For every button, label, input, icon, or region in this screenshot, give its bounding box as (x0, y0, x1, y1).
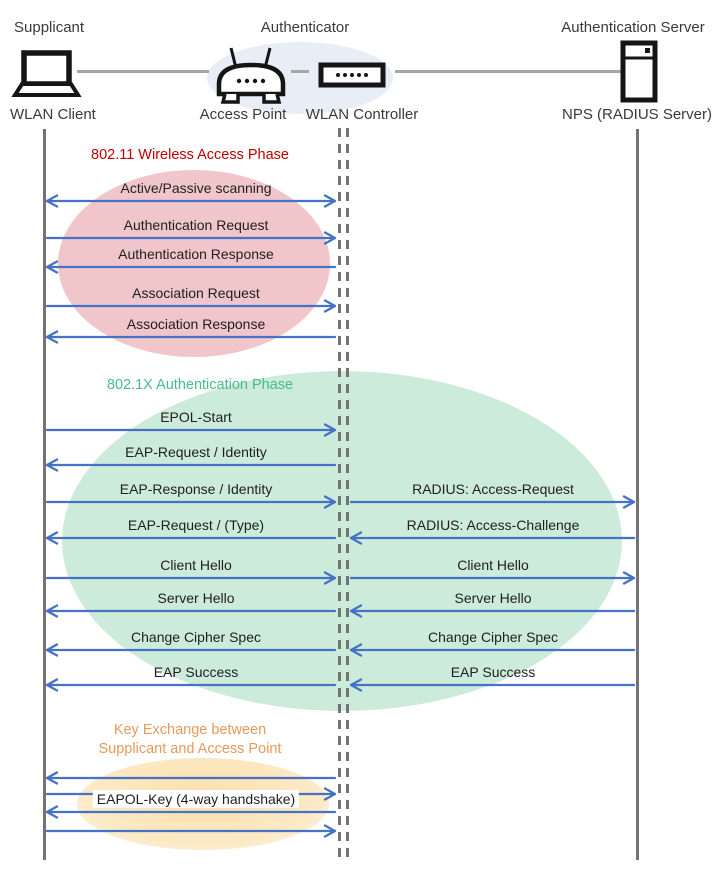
device-label-wlan-controller: WLAN Controller (305, 106, 419, 123)
role-authentication-server: Authentication Server (561, 19, 705, 36)
message-arrow-left (349, 604, 636, 618)
role-supplicant: Supplicant (14, 19, 85, 36)
phase-802-1x-ellipse (62, 371, 622, 711)
message-arrow-right (45, 299, 337, 313)
message-label: Change Cipher Spec (131, 629, 261, 645)
device-label-access-point: Access Point (199, 106, 287, 123)
message-label: Authentication Request (123, 217, 269, 233)
message-arrow-left (45, 531, 337, 545)
role-authenticator: Authenticator (260, 19, 350, 36)
message-arrow-left (45, 771, 337, 785)
message-label: EAP-Response / Identity (119, 481, 273, 497)
link-controller-server (395, 70, 621, 73)
phase1-title: 802.11 Wireless Access Phase (91, 147, 289, 163)
message-label: Association Request (132, 285, 260, 301)
message-label: Change Cipher Spec (428, 629, 558, 645)
access-point-icon (212, 44, 292, 106)
message-label: EAP Success (450, 664, 536, 680)
message-arrow-left (45, 805, 337, 819)
message-arrow-right (45, 571, 337, 585)
message-arrow-right (45, 824, 337, 838)
laptop-icon (10, 49, 82, 99)
link-ap-controller (291, 70, 309, 73)
message-arrow-left (45, 458, 337, 472)
message-arrow-left (45, 260, 337, 274)
message-label: RADIUS: Access-Request (412, 481, 574, 497)
message-label: EPOL-Start (160, 409, 232, 425)
message-arrow-right (45, 495, 337, 509)
message-label: Association Response (126, 316, 266, 332)
message-label: Client Hello (457, 557, 529, 573)
message-label: Server Hello (157, 590, 235, 606)
message-arrow-left (45, 643, 337, 657)
phase3-title: Key Exchange between Supplicant and Acce… (98, 722, 282, 757)
message-arrow-right (45, 423, 337, 437)
message-arrow-left (349, 531, 636, 545)
message-arrow-left (349, 678, 636, 692)
device-label-wlan-client: WLAN Client (10, 106, 96, 123)
lifeline-wlan-controller-dash-left (338, 128, 341, 857)
link-client-ap (77, 70, 209, 73)
wlan-controller-icon (318, 62, 386, 88)
message-label: Client Hello (160, 557, 232, 573)
message-arrow-right (349, 571, 636, 585)
message-label: EAP Success (153, 664, 239, 680)
message-arrow-left (45, 604, 337, 618)
lifeline-nps-server (636, 129, 639, 860)
lifeline-wlan-controller-dash-right (346, 128, 349, 857)
message-arrow-right (349, 495, 636, 509)
message-label: EAP-Request / Identity (125, 444, 267, 460)
message-arrow-left (349, 643, 636, 657)
lifeline-wlan-client (43, 129, 46, 860)
device-label-nps-radius-server: NPS (RADIUS Server) (561, 106, 713, 123)
message-arrow-right (45, 231, 337, 245)
message-arrow-left (45, 330, 337, 344)
message-label: Server Hello (454, 590, 532, 606)
message-label: EAPOL-Key (4-way handshake) (92, 790, 300, 808)
message-arrow-left (45, 678, 337, 692)
message-label: EAP-Request / (Type) (127, 517, 265, 533)
message-label: RADIUS: Access-Challenge (406, 517, 580, 533)
message-arrow-both (45, 194, 337, 208)
server-icon (619, 40, 659, 103)
phase2-title: 802.1X Authentication Phase (106, 377, 294, 393)
message-label: Authentication Response (118, 246, 274, 262)
message-label: Active/Passive scanning (120, 180, 272, 196)
